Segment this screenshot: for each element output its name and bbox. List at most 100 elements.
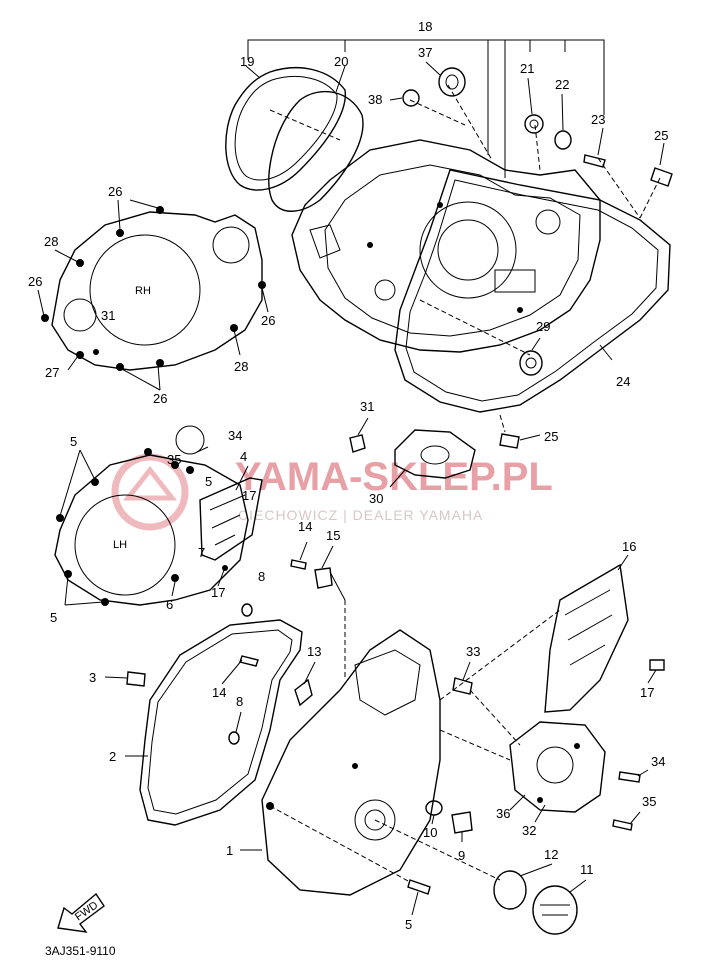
part-13-plate	[294, 678, 313, 707]
part-12-oring	[493, 870, 527, 910]
part-3-dowel-pin	[104, 671, 146, 687]
callout-17-lh-upper: 17	[242, 488, 256, 503]
part-15-clip	[314, 567, 346, 601]
callout-16: 16	[622, 539, 636, 554]
diagram-code: 3AJ351-9110	[45, 944, 116, 958]
callout-19: 19	[240, 54, 254, 69]
part-9-plug	[451, 811, 473, 842]
callout-21: 21	[520, 61, 534, 76]
callout-8-upper: 8	[258, 569, 265, 584]
callout-18: 18	[418, 19, 432, 34]
callout-26-right: 26	[261, 313, 275, 328]
rh-cover-outline: RH	[37, 199, 269, 391]
callout-6: 6	[166, 597, 173, 612]
callout-14-upper: 14	[298, 519, 312, 534]
callout-8-lower: 8	[236, 694, 243, 709]
part-14-bolt-upper	[290, 559, 307, 570]
callout-23: 23	[591, 112, 605, 127]
part-30-bracket	[349, 417, 476, 488]
part-25-dowel-pin-top	[650, 142, 673, 187]
part-16-guard	[544, 554, 665, 713]
callout-36: 36	[496, 806, 510, 821]
part-5-bolt-bottom	[407, 879, 431, 895]
watermark: YAMA-SKLEP.PL CIECHOWICZ | DEALER YAMAHA	[111, 453, 553, 531]
watermark-dealer: CIECHOWICZ | DEALER YAMAHA	[238, 507, 483, 523]
guide-lines-top	[269, 84, 661, 433]
part-34-bolt	[618, 771, 641, 783]
watermark-logo	[111, 453, 189, 531]
callout-5-lh-bottom: 5	[50, 610, 57, 625]
callout-38: 38	[368, 92, 382, 107]
callout-3: 3	[89, 670, 96, 685]
callout-13: 13	[307, 644, 321, 659]
callout-30: 30	[369, 491, 383, 506]
callout-20: 20	[334, 54, 348, 69]
part-38-seal	[402, 89, 420, 107]
callout-25-top: 25	[654, 128, 668, 143]
callout-26-bottom: 26	[153, 391, 167, 406]
watermark-logo-mark	[122, 465, 178, 501]
part-20-gasket	[268, 65, 364, 212]
guide-lines-bottom	[269, 600, 561, 883]
callouts: 18 19 20 37 38 21 22 23 25 26 28 26 26 3…	[28, 19, 668, 932]
callout-34-cover: 34	[651, 754, 665, 769]
part-2-gasket	[125, 619, 303, 826]
callout-35-cover: 35	[642, 794, 656, 809]
callout-31-bracket: 31	[360, 399, 374, 414]
callout-15: 15	[326, 528, 340, 543]
callout-31-rh: 31	[101, 308, 115, 323]
part-37-seal	[438, 67, 466, 97]
leader-lines	[171, 61, 657, 916]
callout-35-lh: 35	[167, 452, 181, 467]
part-32-cover	[509, 721, 606, 813]
callout-22: 22	[555, 77, 569, 92]
assembly-bracket-18	[247, 39, 605, 178]
callout-26-left: 26	[28, 274, 42, 289]
part-21-bearing	[524, 114, 544, 134]
callout-32: 32	[522, 823, 536, 838]
callout-28-top: 28	[44, 234, 58, 249]
callout-5-lh-right: 5	[205, 474, 212, 489]
part-18-crankcase-cover	[291, 139, 601, 353]
fwd-arrow: FWD	[57, 892, 105, 933]
lh-cover-label: LH	[113, 539, 127, 551]
callout-14-lower: 14	[212, 685, 226, 700]
part-10-oring	[425, 800, 443, 816]
lh-cover-outline: LH	[54, 425, 263, 606]
callout-1: 1	[226, 843, 233, 858]
part-25-dowel-pin-lower	[499, 433, 541, 449]
part-22-washer	[554, 130, 572, 150]
watermark-brand: YAMA-SKLEP.PL	[235, 455, 553, 499]
callout-24: 24	[616, 374, 630, 389]
part-8-oring-lower	[228, 731, 240, 745]
part-24-gasket	[394, 169, 671, 413]
callout-11: 11	[580, 862, 594, 877]
callout-9: 9	[458, 848, 465, 863]
callout-37: 37	[418, 45, 432, 60]
part-11-cap	[532, 885, 578, 935]
callout-25-lower: 25	[544, 429, 558, 444]
part-35-bolt	[612, 819, 633, 831]
callout-12: 12	[544, 847, 558, 862]
callout-26-top: 26	[108, 184, 122, 199]
callout-2: 2	[109, 749, 116, 764]
callout-5-bottom: 5	[405, 917, 412, 932]
callout-7: 7	[198, 545, 205, 560]
part-1-crankcase-cover	[240, 629, 441, 896]
callout-34-lh: 34	[228, 428, 242, 443]
callout-4: 4	[240, 449, 247, 464]
callout-27: 27	[45, 365, 59, 380]
part-19-gasket	[225, 65, 346, 191]
callout-10: 10	[423, 825, 437, 840]
rh-cover-label: RH	[135, 285, 151, 297]
part-33-dowel-pin	[452, 677, 473, 695]
part-23-bolt	[583, 127, 606, 168]
callout-17-guard: 17	[640, 685, 654, 700]
callout-5-lh-top: 5	[70, 434, 77, 449]
part-8-oring-upper	[241, 603, 253, 617]
callout-17-lh-lower: 17	[211, 585, 225, 600]
part-14-bolt-lower	[239, 655, 259, 667]
part-29-seal	[519, 350, 543, 376]
callout-33: 33	[466, 644, 480, 659]
